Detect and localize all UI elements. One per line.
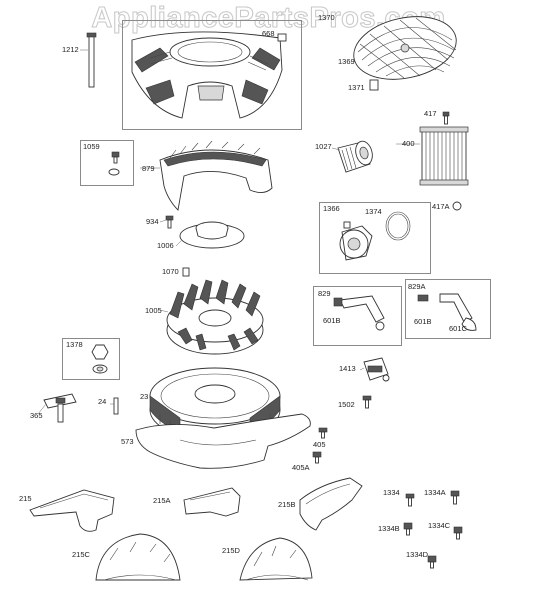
clip-part-1371 [369, 79, 379, 91]
screen-adapter-part [179, 221, 245, 249]
label-215A: 215A [153, 496, 171, 505]
screw-part-1334A [450, 490, 460, 505]
bracket-part-365 [37, 393, 77, 423]
label-1366: 1366 [323, 204, 340, 213]
label-1059: 1059 [83, 142, 100, 151]
blower-housing-part [131, 31, 283, 119]
blower-housing-box [122, 20, 302, 130]
kit-contents-829A [417, 293, 477, 331]
kit-contents-829 [333, 295, 385, 331]
label-1006: 1006 [157, 241, 174, 250]
label-215C: 215C [72, 550, 90, 559]
shield-part-215B [299, 477, 363, 531]
label-1371: 1371 [348, 83, 365, 92]
label-24: 24 [98, 397, 107, 406]
label-1005: 1005 [145, 306, 162, 315]
label-23: 23 [140, 392, 149, 401]
label-417: 417 [424, 109, 437, 118]
oil-filter-part [337, 140, 373, 173]
label-1374: 1374 [365, 207, 382, 216]
label-829A: 829A [408, 282, 426, 291]
label-573: 573 [121, 437, 134, 446]
screw-part-1334B [403, 522, 413, 536]
kit-box-829 [313, 286, 402, 346]
kit-box-1059 [80, 140, 134, 186]
screw-part-405 [318, 427, 328, 439]
label-1378: 1378 [66, 340, 83, 349]
label-1027: 1027 [315, 142, 332, 151]
kit-box-1378 [62, 338, 120, 380]
label-1370: 1370 [318, 13, 335, 22]
screw-part-934 [165, 215, 174, 229]
kit-box-829A [405, 279, 491, 339]
fitting-part-1070 [182, 267, 190, 277]
label-1334B: 1334B [378, 524, 400, 533]
label-829: 829 [318, 289, 331, 298]
nut-part-417A [452, 201, 462, 211]
label-417A: 417A [432, 202, 450, 211]
screw-part-405A [312, 451, 322, 464]
label-1334A: 1334A [424, 488, 446, 497]
label-1334D: 1334D [406, 550, 429, 559]
label-1334C: 1334C [428, 521, 451, 530]
bracket-part-1413 [363, 357, 390, 382]
label-1212: 1212 [62, 45, 79, 54]
label-601C: 601C [449, 324, 467, 333]
label-879: 879 [142, 164, 155, 173]
label-215D: 215D [222, 546, 240, 555]
screw-part-417 [442, 111, 450, 125]
label-1070: 1070 [162, 267, 179, 276]
shield-part-215A [183, 487, 241, 517]
shield-part-215 [29, 489, 115, 532]
label-668: 668 [262, 29, 275, 38]
kit-contents-1059 [108, 151, 120, 176]
label-1413: 1413 [339, 364, 356, 373]
air-guide-part [159, 140, 273, 211]
kit-contents-1366 [339, 211, 411, 261]
label-1369: 1369 [338, 57, 355, 66]
baffle-part-573 [135, 413, 311, 469]
label-405A: 405A [292, 463, 310, 472]
rotating-screen-part [353, 16, 457, 80]
label-601B-a: 601B [323, 316, 341, 325]
nut-part-668 [277, 33, 287, 42]
cover-part-215D [239, 537, 313, 581]
label-1502: 1502 [338, 400, 355, 409]
label-601B-b: 601B [414, 317, 432, 326]
screw-part-1502 [362, 395, 372, 409]
oil-cooler-part [419, 126, 469, 186]
label-400: 400 [402, 139, 415, 148]
screw-part-1334C [453, 526, 463, 540]
kit-contents-1378 [91, 344, 109, 374]
key-part-24 [113, 397, 119, 415]
label-405: 405 [313, 440, 326, 449]
dipstick-tube-part [80, 32, 97, 88]
cover-part-215C [95, 533, 181, 581]
label-934: 934 [146, 217, 159, 226]
label-365: 365 [30, 411, 43, 420]
label-1334: 1334 [383, 488, 400, 497]
screw-part-1334D [427, 555, 437, 569]
fan-part [166, 279, 264, 355]
label-215B: 215B [278, 500, 296, 509]
screw-part-1334 [405, 493, 415, 507]
kit-box-1366 [319, 202, 431, 274]
label-215: 215 [19, 494, 32, 503]
